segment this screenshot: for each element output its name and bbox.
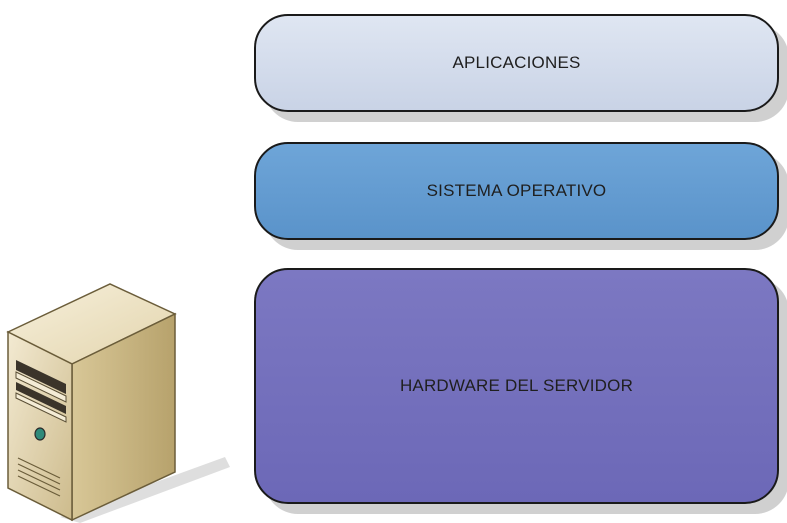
operating-system-layer: SISTEMA OPERATIVO <box>254 142 779 240</box>
applications-layer-label: APLICACIONES <box>452 53 581 72</box>
operating-system-layer-label: SISTEMA OPERATIVO <box>426 181 607 200</box>
applications-layer: APLICACIONES <box>254 14 779 112</box>
hardware-layer: HARDWARE DEL SERVIDOR <box>254 268 779 504</box>
server-tower-icon <box>6 283 230 523</box>
hardware-layer-label: HARDWARE DEL SERVIDOR <box>399 376 634 395</box>
